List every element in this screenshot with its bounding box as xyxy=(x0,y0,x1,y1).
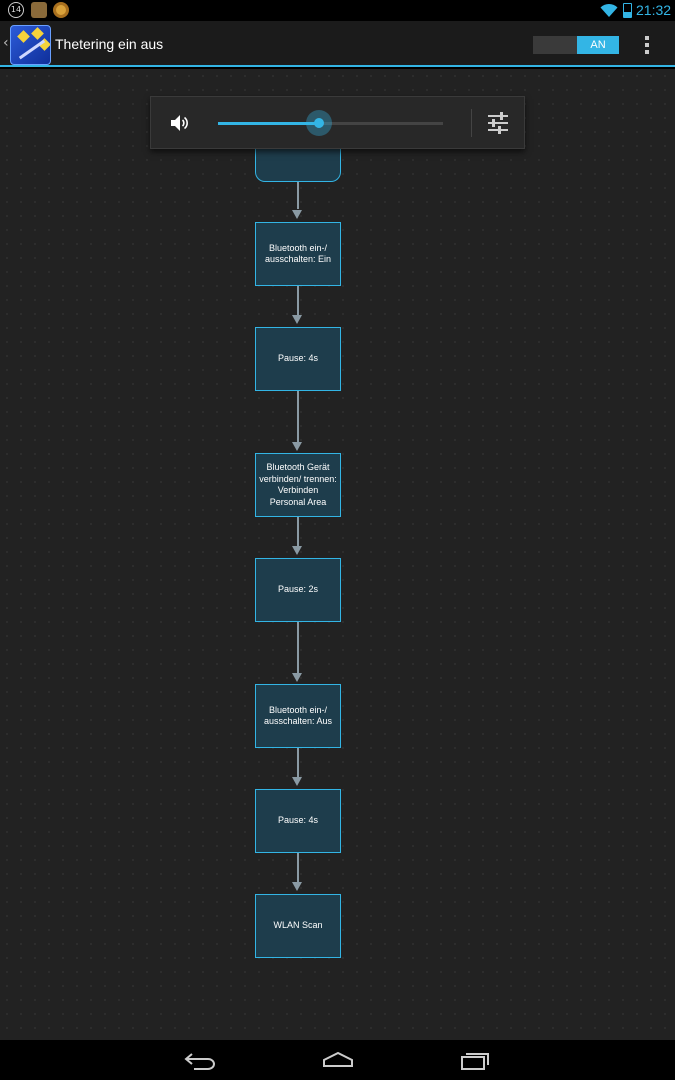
enable-toggle[interactable]: AN xyxy=(533,36,619,54)
flow-node[interactable]: Bluetooth ein-/ ausschalten: Ein xyxy=(255,222,341,286)
arrow-down-icon xyxy=(292,546,302,555)
arrow-down-icon xyxy=(292,315,302,324)
up-caret-icon[interactable]: ‹ xyxy=(3,35,9,51)
flow-node[interactable]: Pause: 4s xyxy=(255,789,341,853)
flow-node[interactable]: Bluetooth ein-/ ausschalten: Aus xyxy=(255,684,341,748)
flow-canvas[interactable]: Bluetooth ein-/ ausschalten: Ein Pause: … xyxy=(0,69,675,1040)
clock: 21:32 xyxy=(636,2,672,18)
volume-slider[interactable] xyxy=(218,110,443,136)
connector xyxy=(297,182,299,209)
flow-node[interactable]: Pause: 2s xyxy=(255,558,341,622)
volume-slider-thumb[interactable] xyxy=(306,110,333,136)
divider xyxy=(471,109,472,137)
volume-slider-fill xyxy=(218,122,320,125)
volume-panel xyxy=(150,96,525,149)
notification-count-icon: 14 xyxy=(8,2,24,18)
connector xyxy=(297,391,299,442)
back-icon[interactable] xyxy=(180,1048,220,1072)
app-wand-icon[interactable] xyxy=(10,25,51,65)
app-notification-icon xyxy=(53,2,69,18)
navigation-bar xyxy=(0,1040,675,1080)
toggle-on-label: AN xyxy=(577,36,619,54)
home-icon[interactable] xyxy=(318,1048,358,1072)
arrow-down-icon xyxy=(292,777,302,786)
speaker-icon xyxy=(171,115,188,131)
connector xyxy=(297,748,299,777)
connector xyxy=(297,286,299,315)
sliders-icon[interactable] xyxy=(486,111,510,135)
connector xyxy=(297,853,299,882)
status-bar: 14 21:32 xyxy=(0,0,675,21)
arrow-down-icon xyxy=(292,210,302,219)
battery-icon xyxy=(623,3,632,18)
recent-apps-icon[interactable] xyxy=(455,1048,495,1072)
flow-node-start[interactable] xyxy=(255,144,341,182)
connector xyxy=(297,622,299,673)
page-title: Thetering ein aus xyxy=(55,36,164,52)
flow-node[interactable]: WLAN Scan xyxy=(255,894,341,958)
action-bar: ‹ Thetering ein aus AN xyxy=(0,21,675,67)
app-notification-icon xyxy=(31,2,47,18)
arrow-down-icon xyxy=(292,442,302,451)
arrow-down-icon xyxy=(292,673,302,682)
flow-node[interactable]: Pause: 4s xyxy=(255,327,341,391)
overflow-menu-icon[interactable] xyxy=(643,36,651,54)
flow-node[interactable]: Bluetooth Gerät verbinden/ trennen: Verb… xyxy=(255,453,341,517)
arrow-down-icon xyxy=(292,882,302,891)
wifi-icon xyxy=(600,3,618,17)
connector xyxy=(297,517,299,546)
